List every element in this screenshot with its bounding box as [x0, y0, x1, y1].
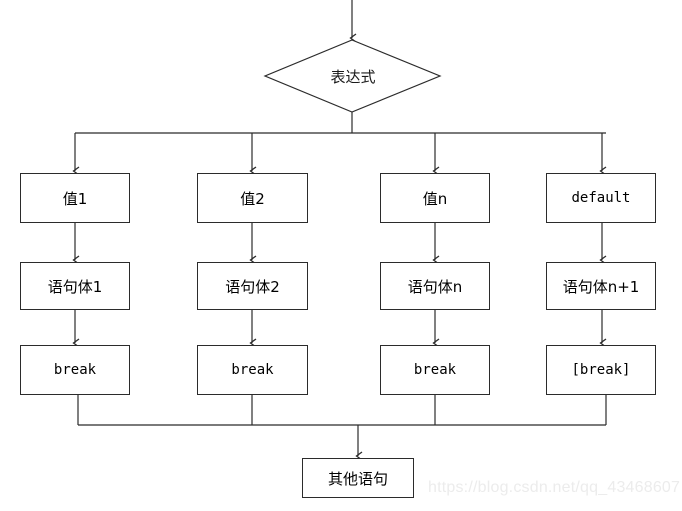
- body-node-3[interactable]: 语句体n: [380, 262, 490, 310]
- break-node-2-label: break: [231, 362, 274, 378]
- decision-node-label: 表达式: [330, 67, 376, 86]
- branch-node-4-default[interactable]: default: [546, 173, 656, 223]
- exit-node-label: 其他语句: [327, 469, 388, 488]
- body-node-3-label: 语句体n: [407, 277, 463, 296]
- branch-node-1[interactable]: 值1: [20, 173, 130, 223]
- break-node-3[interactable]: break: [380, 345, 490, 395]
- branch-node-3[interactable]: 值n: [380, 173, 490, 223]
- branch-node-1-label: 值1: [62, 189, 88, 208]
- branch-node-3-label: 值n: [422, 189, 448, 208]
- watermark-text: https://blog.csdn.net/qq_43468607: [428, 479, 681, 496]
- break-node-1-label: break: [53, 362, 97, 378]
- body-node-2-label: 语句体2: [225, 277, 280, 296]
- branch-node-4-label: default: [571, 190, 631, 206]
- break-node-3-label: break: [413, 362, 457, 378]
- break-node-2[interactable]: break: [197, 345, 308, 395]
- body-node-2[interactable]: 语句体2: [197, 262, 308, 310]
- break-node-4-optional[interactable]: [break]: [546, 345, 656, 395]
- exit-node[interactable]: 其他语句: [302, 458, 414, 498]
- body-node-1[interactable]: 语句体1: [20, 262, 130, 310]
- branch-node-2-label: 值2: [240, 189, 265, 208]
- break-node-4-label: [break]: [571, 362, 631, 378]
- break-node-1[interactable]: break: [20, 345, 130, 395]
- branch-node-2[interactable]: 值2: [197, 173, 308, 223]
- body-node-1-label: 语句体1: [47, 277, 103, 296]
- body-node-4-label: 语句体n+1: [562, 277, 640, 296]
- body-node-4[interactable]: 语句体n+1: [546, 262, 656, 310]
